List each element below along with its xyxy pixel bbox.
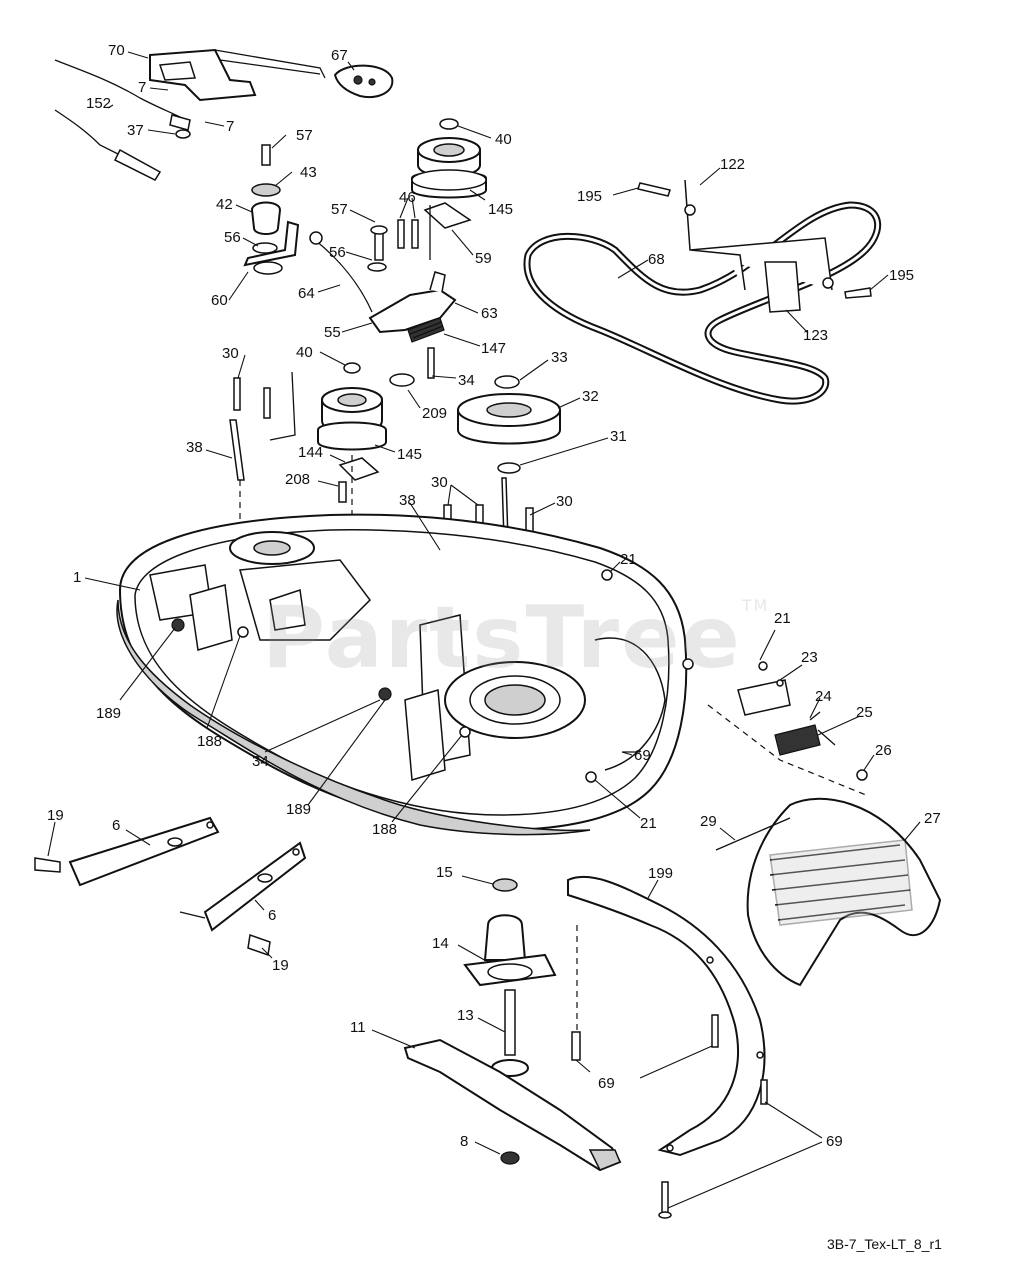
callout-21: 21 (774, 610, 791, 627)
callout-123: 123 (803, 327, 828, 344)
callout-38: 38 (399, 492, 416, 509)
deflector-bracket (737, 661, 868, 781)
callout-7: 7 (226, 118, 234, 135)
callout-64: 64 (298, 285, 315, 302)
idler-pulley (317, 362, 387, 481)
callout-69: 69 (826, 1133, 843, 1150)
drive-belt (523, 201, 881, 405)
watermark-text: PartsTree (262, 588, 742, 688)
idler-bracket (309, 231, 457, 334)
washer (175, 129, 191, 139)
callout-19: 19 (47, 807, 64, 824)
callout-67: 67 (331, 47, 348, 64)
callout-40: 40 (495, 131, 512, 148)
callout-46: 46 (399, 189, 416, 206)
lift-cable (54, 59, 191, 181)
callout-29: 29 (700, 813, 717, 830)
callout-56: 56 (329, 244, 346, 261)
callout-21: 21 (620, 551, 637, 568)
mower-deck (116, 513, 694, 836)
idler-arm (243, 144, 300, 275)
callout-37: 37 (127, 122, 144, 139)
callout-38: 38 (186, 439, 203, 456)
callout-32: 32 (582, 388, 599, 405)
callout-23: 23 (801, 649, 818, 666)
callout-199: 199 (648, 865, 673, 882)
callout-1: 1 (73, 569, 81, 586)
callout-144: 144 (298, 444, 323, 461)
spring (407, 317, 445, 343)
callout-26: 26 (875, 742, 892, 759)
callout-34: 34 (252, 753, 269, 770)
callout-188: 188 (197, 733, 222, 750)
callout-60: 60 (211, 292, 228, 309)
callout-13: 13 (457, 1007, 474, 1024)
callout-122: 122 (720, 156, 745, 173)
callout-34: 34 (458, 372, 475, 389)
callout-11: 11 (350, 1019, 366, 1036)
callout-56: 56 (224, 229, 241, 246)
bolt (367, 219, 435, 379)
callout-145: 145 (397, 446, 422, 463)
callout-63: 63 (481, 305, 498, 322)
bolt (637, 182, 872, 299)
callout-30: 30 (556, 493, 573, 510)
callout-57: 57 (331, 201, 348, 218)
diagram-code-label: 3B-7_Tex-LT_8_r1 (827, 1236, 942, 1252)
callout-21: 21 (640, 815, 657, 832)
callout-189: 189 (96, 705, 121, 722)
callout-195: 195 (889, 267, 914, 284)
callout-55: 55 (324, 324, 341, 341)
callout-69: 69 (634, 747, 651, 764)
callout-19: 19 (272, 957, 289, 974)
callout-195: 195 (577, 188, 602, 205)
spindle-assembly (463, 878, 557, 1077)
callout-31: 31 (610, 428, 627, 445)
leader-lines (47, 51, 921, 1209)
callout-69: 69 (598, 1075, 615, 1092)
callout-189: 189 (286, 801, 311, 818)
discharge-chute (715, 797, 942, 987)
idler-pulley (411, 118, 487, 199)
callout-42: 42 (216, 196, 233, 213)
callout-68: 68 (648, 251, 665, 268)
trademark-symbol: TM (741, 596, 770, 615)
callout-6: 6 (268, 907, 276, 924)
callout-70: 70 (108, 42, 125, 59)
callout-27: 27 (924, 810, 941, 827)
callout-30: 30 (222, 345, 239, 362)
callout-43: 43 (300, 164, 317, 181)
callout-57: 57 (296, 127, 313, 144)
callout-25: 25 (856, 704, 873, 721)
callout-188: 188 (372, 821, 397, 838)
bolt (571, 1014, 768, 1219)
callout-208: 208 (285, 471, 310, 488)
callout-59: 59 (475, 250, 492, 267)
callout-6: 6 (112, 817, 120, 834)
callout-14: 14 (432, 935, 449, 952)
callout-24: 24 (815, 688, 832, 705)
callout-15: 15 (436, 864, 453, 881)
watermark-logo: PartsTreeTM (262, 588, 769, 688)
callout-209: 209 (422, 405, 447, 422)
callout-40: 40 (296, 344, 313, 361)
callout-145: 145 (488, 201, 513, 218)
belt-guide (684, 179, 834, 313)
deck-pulley (389, 373, 561, 474)
callout-7: 7 (138, 79, 146, 96)
lift-handle (333, 64, 394, 98)
callout-8: 8 (460, 1133, 468, 1150)
callout-152: 152 (86, 95, 111, 112)
lift-bracket (149, 48, 326, 102)
blade-guard (567, 875, 766, 1157)
deck-hanger-bracket (34, 816, 307, 957)
belt-keeper (423, 202, 472, 260)
callout-labels: 70 67 7 152 7 37 57 43 42 56 60 40 145 4… (47, 42, 941, 1150)
callout-30: 30 (431, 474, 448, 491)
callout-33: 33 (551, 349, 568, 366)
callout-147: 147 (481, 340, 506, 357)
mower-blade (403, 1038, 622, 1172)
